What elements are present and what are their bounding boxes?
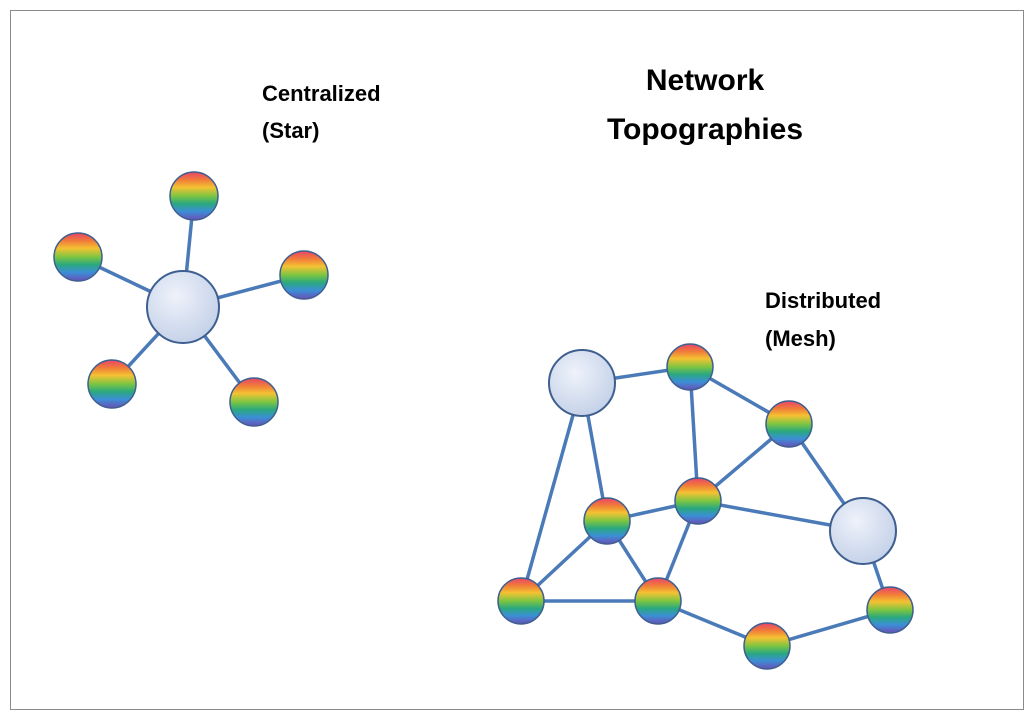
- mesh-node-bottom-right: [866, 586, 914, 634]
- edge-mesh-hub-top-left-to-mesh-bottom-left: [519, 381, 584, 603]
- mesh-hub-node-right: [829, 497, 897, 565]
- mesh-node-center-left: [583, 497, 631, 545]
- star-label-line-2: (Star): [262, 118, 319, 143]
- mesh-node-bottom-left: [497, 577, 545, 625]
- nodes-layer: [53, 171, 914, 670]
- star-label-line-1: Centralized: [262, 81, 381, 106]
- mesh-label-line-1: Distributed: [765, 288, 881, 313]
- star-node-bottom-right: [229, 377, 279, 427]
- star-node-top: [169, 171, 219, 221]
- star-hub-node: [146, 270, 220, 344]
- mesh-node-bottom-middle: [634, 577, 682, 625]
- diagram-title-line-1: Network: [646, 64, 765, 97]
- mesh-node-bottom: [743, 622, 791, 670]
- mesh-node-top-right: [765, 400, 813, 448]
- star-node-right: [279, 250, 329, 300]
- star-node-left: [53, 232, 103, 282]
- mesh-hub-node-top-left: [548, 349, 616, 417]
- mesh-label-line-2: (Mesh): [765, 326, 836, 351]
- diagram-title-line-2: Topographies: [607, 113, 803, 146]
- mesh-node-center: [674, 477, 722, 525]
- star-node-bottom-left: [87, 359, 137, 409]
- mesh-node-top: [666, 343, 714, 391]
